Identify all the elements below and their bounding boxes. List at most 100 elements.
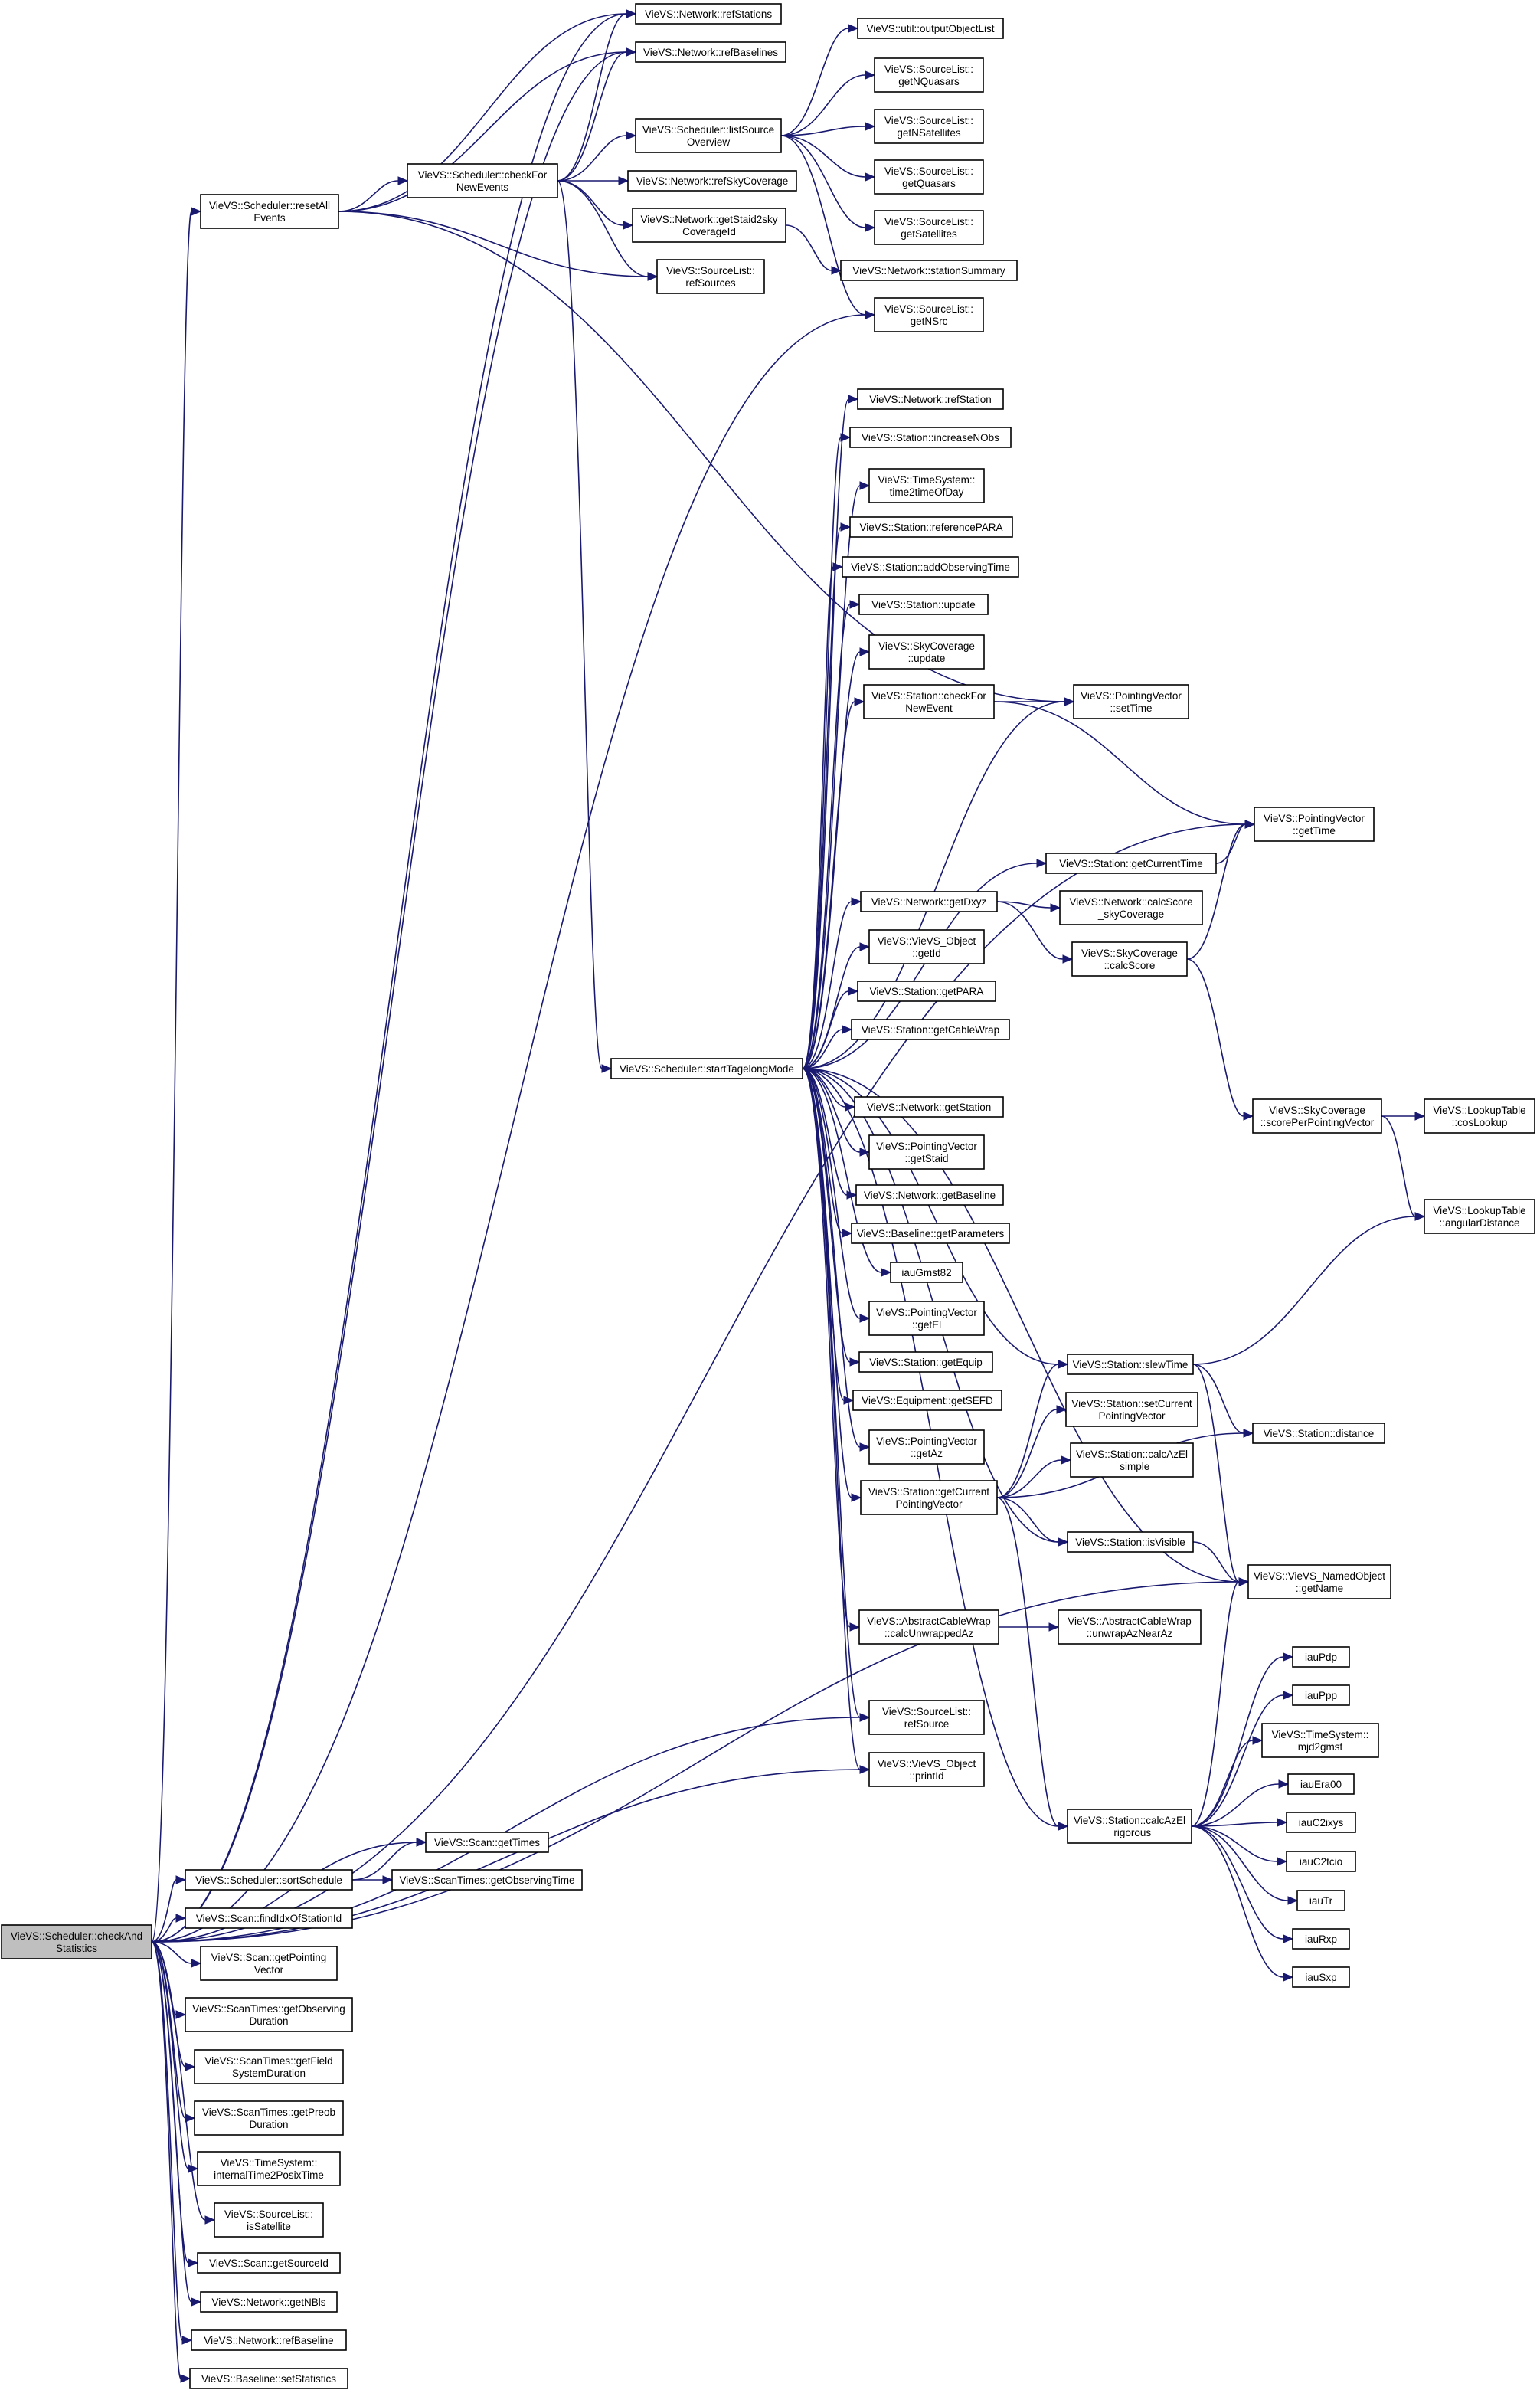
node-iau-c2ixys[interactable]: iauC2ixys bbox=[1286, 1812, 1356, 1833]
edge-line bbox=[1191, 1825, 1284, 1940]
node-iau-tr[interactable]: iauTr bbox=[1296, 1890, 1345, 1911]
node-iau-rxp[interactable]: iauRxp bbox=[1292, 1928, 1350, 1950]
node-net-get-baseline[interactable]: VieVS::Network::getBaseline bbox=[855, 1184, 1004, 1206]
node-bl-get-parameters[interactable]: VieVS::Baseline::getParameters bbox=[851, 1223, 1010, 1244]
node-sort-schedule[interactable]: VieVS::Scheduler::sortSchedule bbox=[185, 1869, 353, 1891]
node-find-idx[interactable]: VieVS::Scan::findIdxOfStationId bbox=[185, 1907, 353, 1929]
node-net-get-station[interactable]: VieVS::Network::getStation bbox=[854, 1096, 1004, 1118]
edge-line bbox=[557, 180, 603, 1069]
node-internal2posix[interactable]: VieVS::TimeSystem::internalTime2PosixTim… bbox=[197, 2151, 341, 2186]
node-iau-ppp[interactable]: iauPpp bbox=[1292, 1684, 1350, 1706]
node-add-observing-time[interactable]: VieVS::Station::addObservingTime bbox=[842, 556, 1019, 578]
node-box bbox=[189, 2368, 348, 2389]
node-get-dxyz[interactable]: VieVS::Network::getDxyz bbox=[860, 891, 998, 912]
node-ref-source[interactable]: VieVS::SourceList::refSource bbox=[868, 1700, 985, 1735]
node-ref-stations[interactable]: VieVS::Network::refStations bbox=[635, 3, 782, 25]
node-pv-get-staid[interactable]: VieVS::PointingVector::getStaid bbox=[868, 1134, 985, 1170]
node-slew-time[interactable]: VieVS::Station::slewTime bbox=[1067, 1354, 1194, 1375]
node-pv-get-time[interactable]: VieVS::PointingVector::getTime bbox=[1254, 807, 1375, 842]
node-ref-sky-coverage[interactable]: VieVS::Network::refSkyCoverage bbox=[627, 170, 797, 192]
node-get-source-id[interactable]: VieVS::Scan::getSourceId bbox=[197, 2252, 341, 2274]
edge-line bbox=[338, 180, 399, 212]
node-reference-para[interactable]: VieVS::Station::referencePARA bbox=[849, 516, 1013, 538]
node-iau-pdp[interactable]: iauPdp bbox=[1292, 1646, 1350, 1668]
node-ref-baselines[interactable]: VieVS::Network::refBaselines bbox=[635, 41, 786, 63]
node-print-id[interactable]: VieVS::VieVS_Object::printId bbox=[868, 1752, 985, 1787]
node-get-nsrc[interactable]: VieVS::SourceList::getNSrc bbox=[874, 297, 984, 332]
edge-line bbox=[802, 604, 851, 1069]
node-increase-nobs[interactable]: VieVS::Station::increaseNObs bbox=[849, 427, 1012, 448]
node-score-per-pv[interactable]: VieVS::SkyCoverage::scorePerPointingVect… bbox=[1252, 1098, 1382, 1134]
node-mjd2gmst[interactable]: VieVS::TimeSystem::mjd2gmst bbox=[1261, 1723, 1379, 1758]
node-calc-az-el-rigorous[interactable]: VieVS::Station::calcAzEl_rigorous bbox=[1067, 1809, 1192, 1844]
node-label: VieVS::TimeSystem:: bbox=[878, 474, 976, 486]
node-get-quasars[interactable]: VieVS::SourceList::getQuasars bbox=[874, 159, 984, 195]
node-ref-station[interactable]: VieVS::Network::refStation bbox=[857, 388, 1004, 410]
node-start-tagelong[interactable]: VieVS::Scheduler::startTagelongMode bbox=[610, 1058, 803, 1079]
edge-line bbox=[993, 701, 1246, 825]
node-station-update[interactable]: VieVS::Station::update bbox=[858, 594, 989, 615]
node-distance[interactable]: VieVS::Station::distance bbox=[1252, 1423, 1385, 1444]
node-get-para[interactable]: VieVS::Station::getPARA bbox=[857, 981, 996, 1002]
node-ref-sources[interactable]: VieVS::SourceList::refSources bbox=[656, 259, 765, 294]
node-calc-az-el-simple[interactable]: VieVS::Station::calcAzEl_simple bbox=[1070, 1442, 1194, 1478]
node-get-equip[interactable]: VieVS::Station::getEquip bbox=[858, 1351, 993, 1373]
node-iau-era00[interactable]: iauEra00 bbox=[1287, 1773, 1355, 1795]
node-label: time2timeOfDay bbox=[890, 486, 964, 498]
node-set-statistics[interactable]: VieVS::Baseline::setStatistics bbox=[189, 2368, 348, 2389]
node-get-sefd[interactable]: VieVS::Equipment::getSEFD bbox=[852, 1390, 1002, 1411]
node-get-cable-wrap[interactable]: VieVS::Station::getCableWrap bbox=[851, 1019, 1010, 1040]
node-ref-baseline[interactable]: VieVS::Network::refBaseline bbox=[191, 2329, 347, 2351]
node-get-nquasars[interactable]: VieVS::SourceList::getNQuasars bbox=[874, 57, 984, 93]
node-label: iauPdp bbox=[1305, 1652, 1337, 1663]
node-get-name[interactable]: VieVS::VieVS_NamedObject::getName bbox=[1247, 1564, 1391, 1599]
node-calc-unwrapped-az[interactable]: VieVS::AbstractCableWrap::calcUnwrappedA… bbox=[858, 1609, 999, 1645]
node-pv-get-el[interactable]: VieVS::PointingVector::getEl bbox=[868, 1301, 985, 1336]
node-get-satellites[interactable]: VieVS::SourceList::getSatellites bbox=[874, 210, 984, 245]
node-calc-score-sky[interactable]: VieVS::Network::calcScore_skyCoverage bbox=[1059, 890, 1203, 925]
arrow-head bbox=[1283, 1973, 1294, 1982]
node-get-nbls[interactable]: VieVS::Network::getNBls bbox=[200, 2291, 338, 2313]
node-obj-get-id[interactable]: VieVS::VieVS_Object::getId bbox=[868, 929, 985, 964]
node-is-visible[interactable]: VieVS::Station::isVisible bbox=[1067, 1531, 1194, 1553]
edge-line bbox=[338, 51, 627, 212]
node-scan-get-times[interactable]: VieVS::Scan::getTimes bbox=[425, 1832, 549, 1853]
node-pv-set-time[interactable]: VieVS::PointingVector::setTime bbox=[1073, 684, 1189, 719]
node-get-observing-time[interactable]: VieVS::ScanTimes::getObservingTime bbox=[391, 1869, 583, 1891]
node-iau-sxp[interactable]: iauSxp bbox=[1292, 1966, 1350, 1988]
arrow-head bbox=[1061, 1455, 1072, 1465]
node-time2time-of-day[interactable]: VieVS::TimeSystem::time2timeOfDay bbox=[868, 468, 985, 503]
node-label: VieVS::Scan::findIdxOfStationId bbox=[196, 1913, 342, 1924]
node-get-current-time[interactable]: VieVS::Station::getCurrentTime bbox=[1045, 853, 1217, 874]
node-iau-gmst82[interactable]: iauGmst82 bbox=[890, 1262, 963, 1283]
node-pv-get-az[interactable]: VieVS::PointingVector::getAz bbox=[868, 1429, 985, 1465]
node-is-satellite[interactable]: VieVS::SourceList::isSatellite bbox=[214, 2202, 324, 2238]
node-output-object-list[interactable]: VieVS::util::outputObjectList bbox=[857, 18, 1004, 39]
edge-root-to-get-nbls bbox=[151, 1941, 202, 2307]
node-unwrap-az-near-az[interactable]: VieVS::AbstractCableWrap::unwrapAzNearAz bbox=[1058, 1609, 1202, 1645]
node-angular-distance[interactable]: VieVS::LookupTable::angularDistance bbox=[1424, 1199, 1535, 1234]
node-label: VieVS::VieVS_NamedObject bbox=[1254, 1570, 1385, 1582]
node-iau-c2tcio[interactable]: iauC2tcio bbox=[1286, 1851, 1356, 1872]
edge-score-per-pv-to-cos-lookup bbox=[1381, 1112, 1426, 1121]
node-box bbox=[191, 2329, 347, 2351]
node-station-summary[interactable]: VieVS::Network::stationSummary bbox=[840, 260, 1018, 281]
node-sky-calc-score[interactable]: VieVS::SkyCoverage::calcScore bbox=[1071, 941, 1188, 977]
node-label: VieVS::Station::getPARA bbox=[870, 986, 984, 997]
node-get-nsatellites[interactable]: VieVS::SourceList::getNSatellites bbox=[874, 109, 984, 144]
node-sky-update[interactable]: VieVS::SkyCoverage::update bbox=[868, 634, 985, 670]
arrow-head bbox=[1062, 954, 1074, 964]
node-cos-lookup[interactable]: VieVS::LookupTable::cosLookup bbox=[1424, 1098, 1535, 1134]
